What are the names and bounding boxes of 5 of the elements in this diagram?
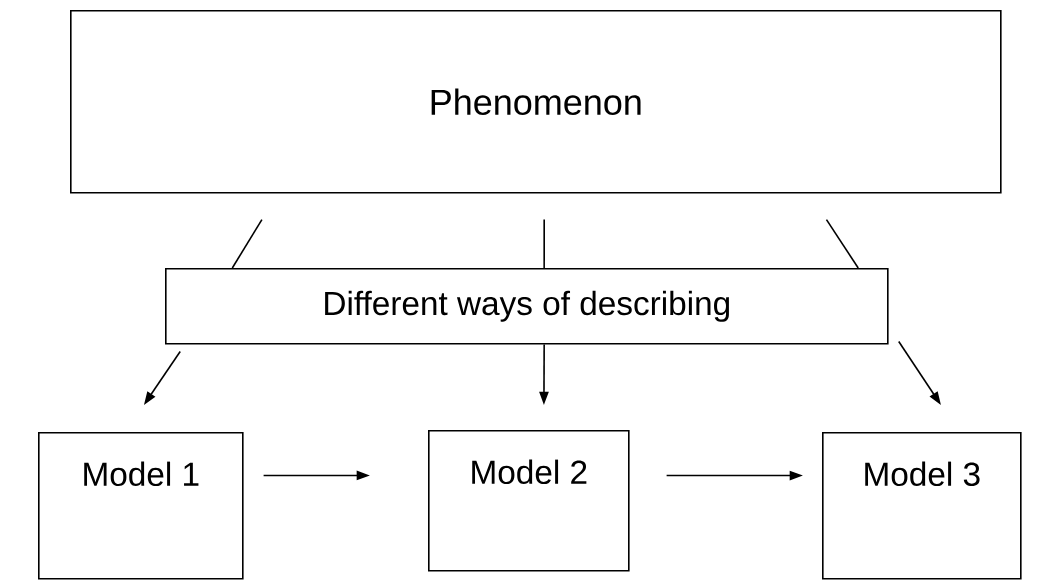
model-box: Model 1 [38, 432, 244, 580]
phenomenon-box: Phenomenon [70, 10, 1002, 194]
model-box: Model 3 [822, 432, 1022, 580]
description-box: Different ways of describing [165, 268, 889, 345]
model-box: Model 2 [428, 430, 630, 572]
